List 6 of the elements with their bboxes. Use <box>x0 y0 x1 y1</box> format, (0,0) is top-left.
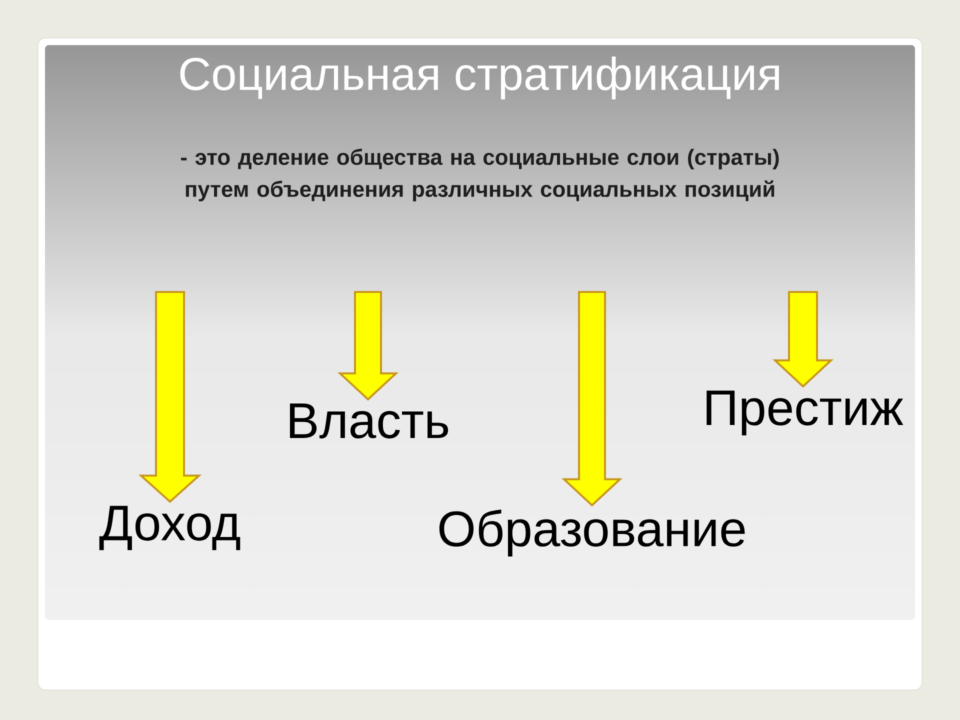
definition-text: - это деление общества на социальные слои (страты) путем объединения различных социальных позиций <box>181 148 779 202</box>
category-label: Престиж <box>706 390 904 436</box>
category-label: Доход <box>99 506 240 550</box>
category-label: Власть <box>290 404 448 438</box>
category-label: Образование <box>439 509 745 557</box>
title: Социальная стратификация <box>180 56 779 100</box>
